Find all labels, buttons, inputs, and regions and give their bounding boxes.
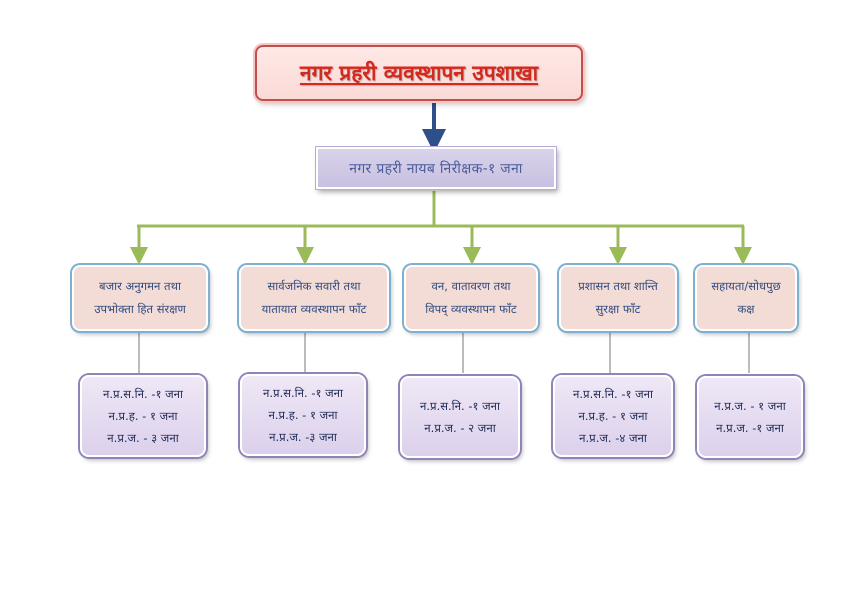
unit-label: सहायता/सोधपुछ कक्ष [711, 279, 781, 316]
title: नगर प्रहरी व्यवस्थापन उपशाखा [299, 61, 539, 85]
unit-box-environment: वन, वातावरण तथा विपद् व्यवस्थापन फाँट [404, 265, 538, 331]
staff-line: न.प्र.ज. - ३ जना [107, 431, 179, 445]
staff-line: न.प्र.ज. - २ जना [424, 421, 496, 435]
staff-box-transport: न.प्र.स.नि. -१ जना न.प्र.ह. - १ जना न.प्… [240, 374, 366, 456]
staff-line: न.प्र.ज. -१ जना [716, 421, 784, 435]
staff-line: न.प्र.स.नि. -१ जना [102, 387, 184, 401]
staff-line: न.प्र.ज. -४ जना [579, 431, 647, 445]
staff-line: न.प्र.स.नि. -१ जना [572, 387, 654, 401]
head-box: नगर प्रहरी नायब निरीक्षक-१ जना [316, 147, 556, 189]
staff-box-administration: न.प्र.स.नि. -१ जना न.प्र.ह. - १ जना न.प्… [553, 375, 673, 457]
unit-label: प्रशासन तथा शान्ति सुरक्षा फाँट [578, 279, 658, 316]
staff-box-market: न.प्र.स.नि. -१ जना न.प्र.ह. - १ जना न.प्… [80, 375, 206, 457]
staff-line: न.प्र.ह. - १ जना [578, 409, 648, 423]
unit-label: बजार अनुगमन तथा उपभोक्ता हित संरक्षण [94, 279, 186, 316]
staff-line: न.प्र.स.नि. -१ जना [419, 399, 501, 413]
unit-box-market: बजार अनुगमन तथा उपभोक्ता हित संरक्षण [72, 265, 208, 331]
staff-line: न.प्र.ज. - १ जना [714, 399, 786, 413]
staff-line: न.प्र.ज. -३ जना [269, 430, 337, 444]
unit-label: वन, वातावरण तथा विपद् व्यवस्थापन फाँट [425, 279, 517, 316]
staff-box-help: न.प्र.ज. - १ जना न.प्र.ज. -१ जना [697, 376, 803, 458]
unit-box-help: सहायता/सोधपुछ कक्ष [695, 265, 797, 331]
staff-line: न.प्र.ह. - १ जना [108, 409, 178, 423]
unit-box-transport: सार्वजनिक सवारी तथा यातायात व्यवस्थापन फ… [239, 265, 389, 331]
staff-line: न.प्र.ह. - १ जना [268, 408, 338, 422]
title-box: नगर प्रहरी व्यवस्थापन उपशाखा [255, 45, 583, 101]
head-label: नगर प्रहरी नायब निरीक्षक-१ जना [349, 160, 523, 177]
unit-label: सार्वजनिक सवारी तथा यातायात व्यवस्थापन फ… [261, 279, 367, 316]
staff-line: न.प्र.स.नि. -१ जना [262, 386, 344, 400]
unit-box-administration: प्रशासन तथा शान्ति सुरक्षा फाँट [559, 265, 677, 331]
staff-box-environment: न.प्र.स.नि. -१ जना न.प्र.ज. - २ जना [400, 376, 520, 458]
